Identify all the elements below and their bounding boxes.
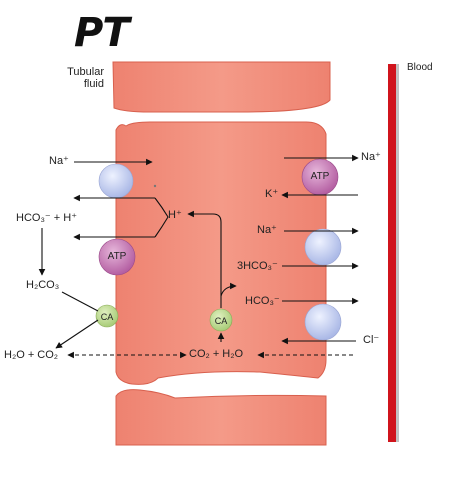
arrow-branch-right — [220, 282, 237, 297]
ca-enzyme-left — [95, 304, 119, 328]
page-title: PT — [74, 10, 130, 56]
label-h2co3: H₂CO₃ — [26, 279, 60, 291]
label-hco3-h: HCO₃⁻ + H⁺ — [16, 212, 78, 224]
label-co2-h2o: CO₂ + H₂O — [189, 348, 244, 360]
arrow-h2co3-ca — [61, 291, 99, 312]
ca-enzyme-center — [209, 308, 233, 332]
label-fluid: fluid — [83, 78, 104, 90]
ca-label-left: CA — [100, 312, 114, 322]
transporter-na-right — [304, 228, 342, 266]
label-3hco3: 3HCO₃⁻ — [237, 260, 278, 272]
arrow-ca-products — [55, 319, 99, 349]
label-h-center: H⁺ — [168, 209, 182, 221]
label-hco3-right: HCO₃⁻ — [245, 295, 280, 307]
atp-pump-left — [98, 238, 136, 276]
label-h2o-co2: H₂O + CO₂ — [4, 349, 59, 361]
arrow-ca-to-h — [187, 210, 222, 308]
bottom-cell — [115, 389, 327, 446]
atp-label-left: ATP — [107, 251, 127, 262]
label-na-right-mid: Na⁺ — [257, 224, 277, 236]
blood-vessel — [388, 64, 396, 442]
label-k: K⁺ — [265, 188, 279, 200]
label-cl: Cl⁻ — [363, 334, 380, 346]
ca-label-center: CA — [214, 316, 228, 326]
transporter-na-left — [98, 163, 134, 199]
top-cell — [112, 61, 331, 113]
atp-label-right: ATP — [310, 171, 330, 182]
label-tubular: Tubular — [67, 66, 104, 78]
transporter-cl-right — [304, 303, 342, 341]
label-na-left: Na⁺ — [49, 155, 69, 167]
label-na-right-top: Na⁺ — [361, 151, 381, 163]
h-branch — [154, 197, 169, 238]
label-blood: Blood — [407, 62, 433, 73]
